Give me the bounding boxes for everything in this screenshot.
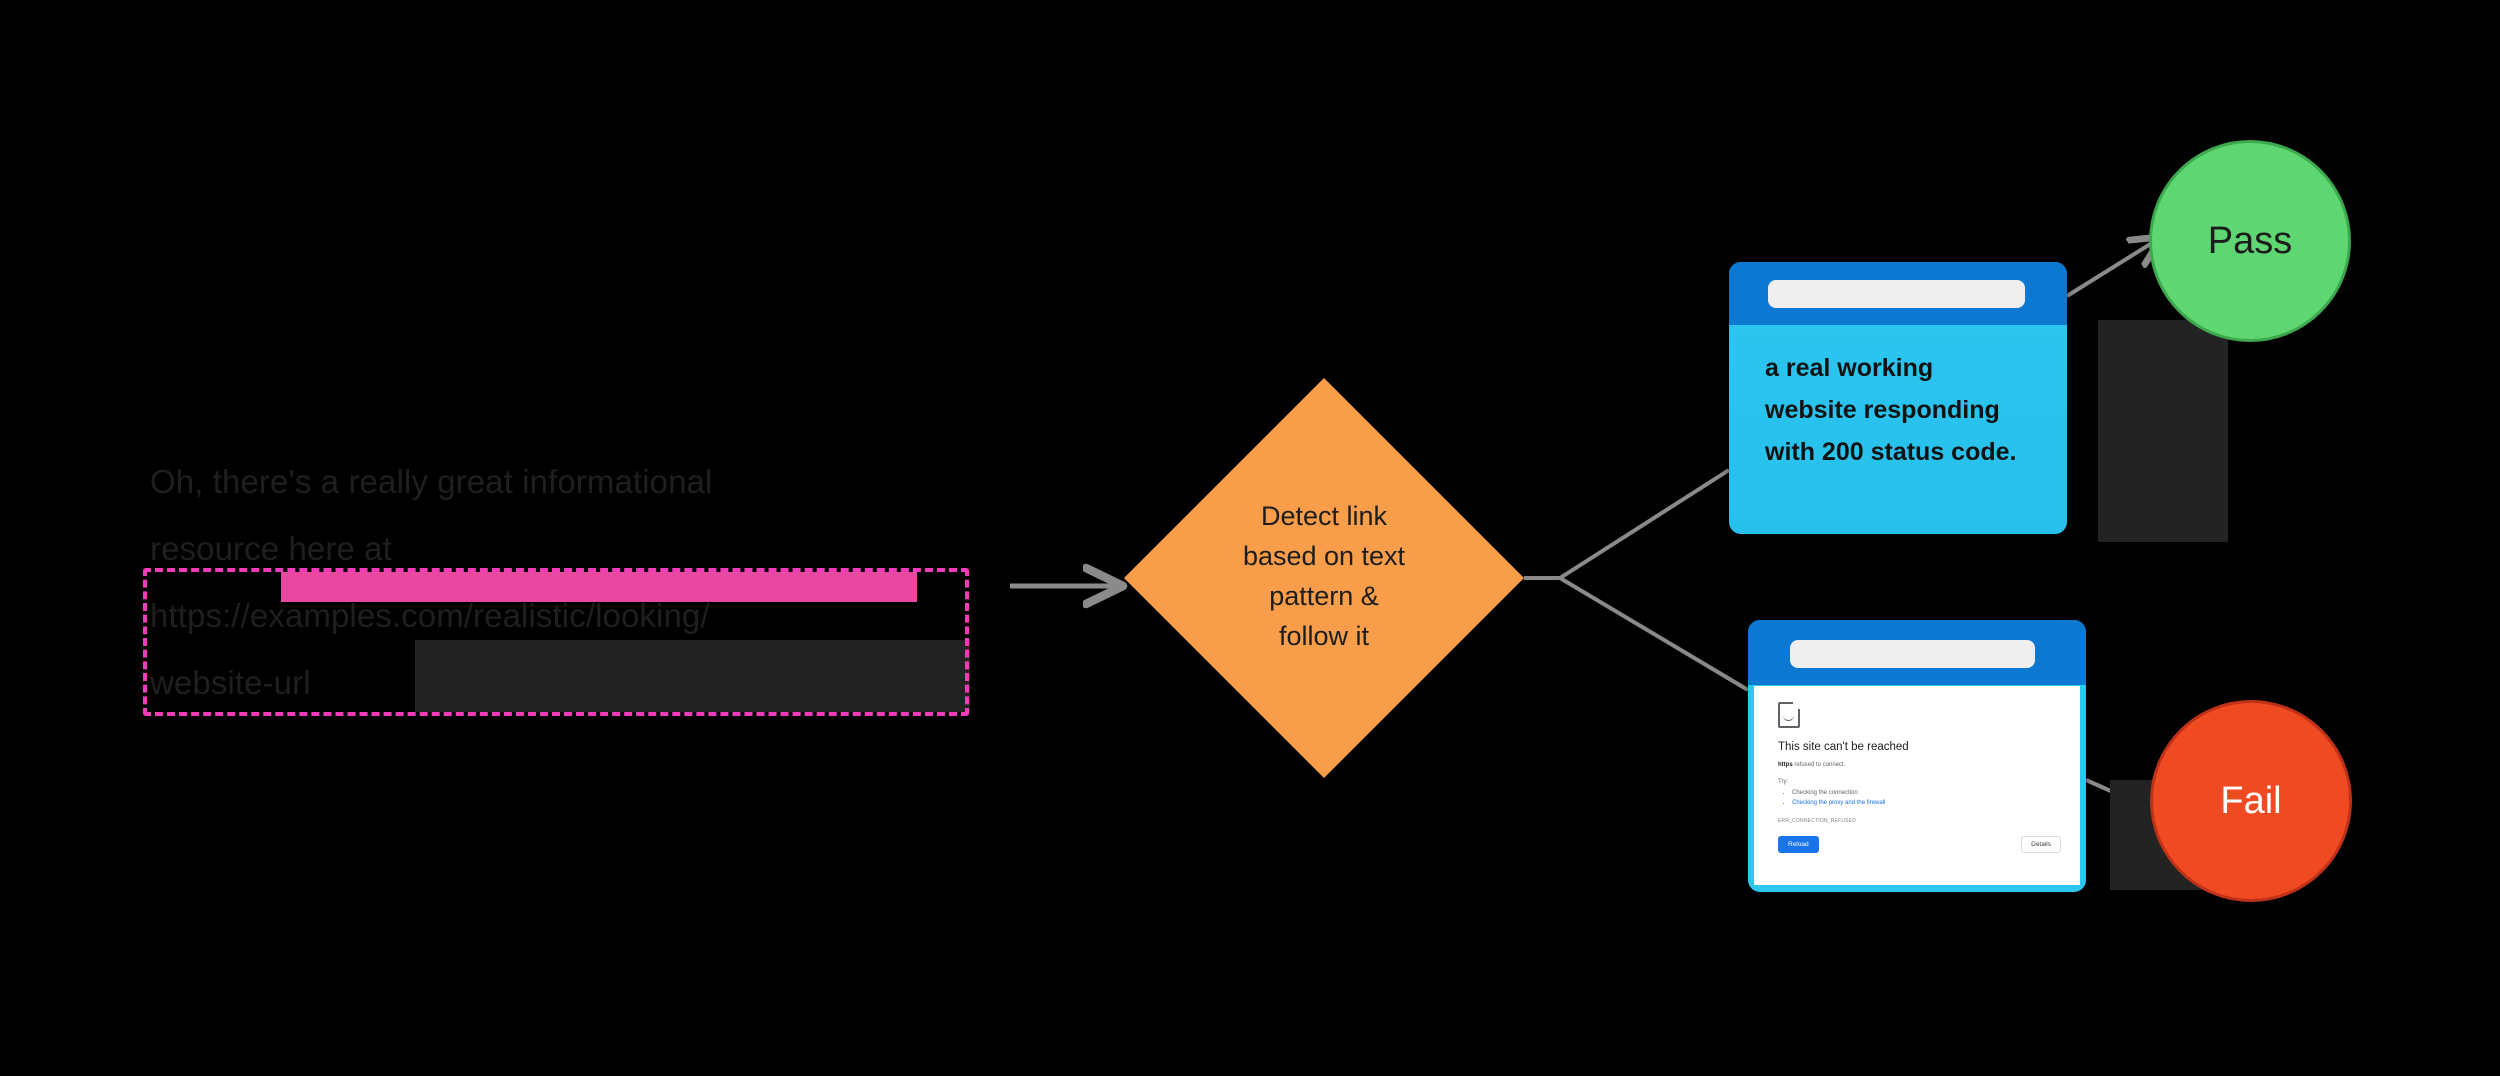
reload-button[interactable]: Reload	[1778, 836, 1819, 853]
error-title: This site can't be reached	[1778, 741, 1909, 753]
decision-label-line-3: pattern &	[1269, 581, 1379, 611]
source-text-line-2: resource here at	[150, 530, 392, 567]
url-bar-success[interactable]	[1768, 280, 2025, 308]
error-subtitle-scheme: https	[1778, 762, 1793, 768]
text-backdrop-artifact-2	[2098, 320, 2228, 542]
decision-label-line-1: Detect link	[1260, 501, 1388, 531]
url-annotation-box	[143, 568, 969, 716]
error-subtitle-rest: refused to connect.	[1792, 762, 1846, 768]
detect-link-decision-node[interactable]: Detect link based on text pattern & foll…	[1124, 378, 1524, 778]
browser-window-error[interactable]: This site can't be reached https refused…	[1748, 620, 2086, 892]
result-pass-node[interactable]: Pass	[2149, 140, 2351, 342]
result-fail-node[interactable]: Fail	[2150, 700, 2352, 902]
decision-label-line-4: follow it	[1278, 621, 1370, 651]
decision-label: Detect link based on text pattern & foll…	[1174, 496, 1474, 656]
details-button[interactable]: Details	[2021, 836, 2061, 853]
chrome-error-content: This site can't be reached https refused…	[1778, 702, 2058, 825]
browser-chrome-bar-error	[1748, 620, 2086, 685]
error-suggestion-2-link[interactable]: Checking the proxy and the firewall	[1792, 799, 2058, 809]
source-text-line-3-url[interactable]: https://examples.com/realistic/looking/	[150, 597, 710, 634]
result-fail-label: Fail	[2220, 779, 2282, 822]
source-text-line-1: Oh, there's a really great informational	[150, 463, 713, 500]
decision-to-success-line	[1524, 468, 1731, 580]
error-code: ERR_CONNECTION_REFUSED	[1778, 818, 1857, 824]
error-try-label: Try:	[1778, 779, 1789, 785]
url-highlight-bar	[281, 572, 917, 602]
chrome-error-page: This site can't be reached https refused…	[1754, 686, 2080, 885]
browser-window-success[interactable]: a real working website responding with 2…	[1729, 262, 2067, 534]
success-to-pass-arrow	[2065, 238, 2160, 298]
source-text-block: Oh, there's a really great informational…	[150, 448, 950, 716]
error-suggestion-1: Checking the connection	[1792, 789, 2058, 799]
error-subtitle: https refused to connect.	[1778, 761, 2058, 770]
error-suggestion-list: Checking the connection Checking the pro…	[1778, 789, 2058, 808]
source-text-line-4-url[interactable]: website-url	[150, 664, 311, 701]
decision-to-failure-line	[1524, 576, 1750, 692]
error-button-row: Reload Details	[1778, 836, 2061, 856]
url-bar-error[interactable]	[1790, 640, 2035, 668]
sad-document-icon	[1778, 702, 1800, 728]
browser-body-success-text: a real working website responding with 2…	[1765, 354, 2017, 466]
result-pass-label: Pass	[2207, 219, 2293, 262]
decision-label-line-2: based on text	[1242, 541, 1406, 571]
browser-chrome-bar-success	[1729, 262, 2067, 325]
text-backdrop-artifact-1	[415, 640, 970, 712]
